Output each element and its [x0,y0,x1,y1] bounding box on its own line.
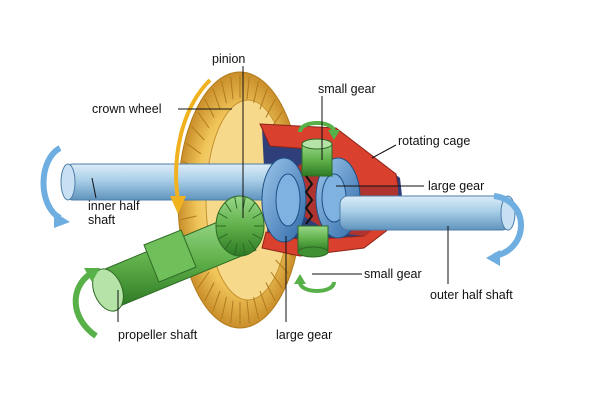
crown-wheel-tooth [230,300,234,324]
arrowhead-propeller [84,268,100,282]
outer-half-shaft [339,195,516,231]
pinion [215,195,265,257]
small-gear-bottom [297,225,329,258]
crown-wheel-tooth [265,98,276,118]
rotation-arrow-propeller [72,271,98,339]
crown-wheel-tooth [204,98,215,118]
crown-wheel-tooth [246,76,250,100]
crown-wheel-tooth [197,111,210,129]
gear-mesh [304,175,314,225]
label-outer-half-shaft: outer half shaft [430,288,513,302]
label-crown-wheel: crown wheel [92,102,162,116]
label-inner-half-shaft: inner half shaft [88,199,140,227]
label-small-gear-bottom: small gear [364,267,422,281]
arrowhead-small-gear-bottom [294,274,306,284]
pinion-tooth [252,233,262,240]
crown-wheel-tooth [180,215,197,221]
rotation-arrow-small-gear-top [298,121,336,133]
crown-wheel-tooth [259,88,268,110]
crown-wheel-tooth [212,88,221,110]
pinion-tooth [234,243,238,256]
rotation-arrow-small-gear-bottom [298,281,336,293]
arrowhead-crown [170,196,186,214]
arrowhead-small-gear-top [328,130,340,140]
label-large-gear-bottom: large gear [276,328,333,342]
crown-wheel-tooth [253,80,259,104]
leader-rotating-cage [371,144,397,159]
pinion-tooth [224,239,232,250]
leader-inner-half-shaft [91,177,97,199]
label-rotating-cage: rotating cage [398,134,471,148]
large-gear-left [261,157,307,243]
arrowhead-outer-shaft [486,250,500,266]
pinion-tooth [234,196,238,209]
crown-wheel-tooth [186,142,202,155]
crown-wheel-tooth [221,80,227,104]
pinion-tooth [224,202,232,213]
rotation-arrow-crown [174,78,212,201]
arrowhead-inner-shaft [54,212,70,228]
crown-wheel-tooth [253,296,259,320]
propeller-shaft [92,215,257,312]
pinion-tooth [242,243,246,256]
crown-wheel-tooth [259,290,268,312]
crown-wheel-tooth [230,76,234,100]
small-gear-top [301,138,333,177]
crown-wheel-tooth [212,290,221,312]
crown-wheel-tooth [204,282,215,302]
crown-wheel-tooth [265,282,276,302]
crown-wheel-tooth [221,296,227,320]
pinion-tooth [252,212,262,219]
label-propeller-shaft: propeller shaft [118,328,198,342]
label-pinion: pinion [212,52,246,66]
pinion-tooth [218,233,228,240]
label-small-gear-top: small gear [318,82,376,96]
pinion-tooth [248,239,256,250]
pinion-tooth [218,212,228,219]
label-large-gear-right: large gear [428,179,485,193]
rotation-arrow-outer-shaft [493,193,524,259]
rotation-arrow-inner-shaft [40,145,62,221]
crown-wheel-tooth [246,300,250,324]
crown-wheel-tooth [191,126,205,141]
crown-wheel-tooth [197,271,210,289]
pinion-tooth [248,202,256,213]
crown-wheel-tooth [270,271,283,289]
